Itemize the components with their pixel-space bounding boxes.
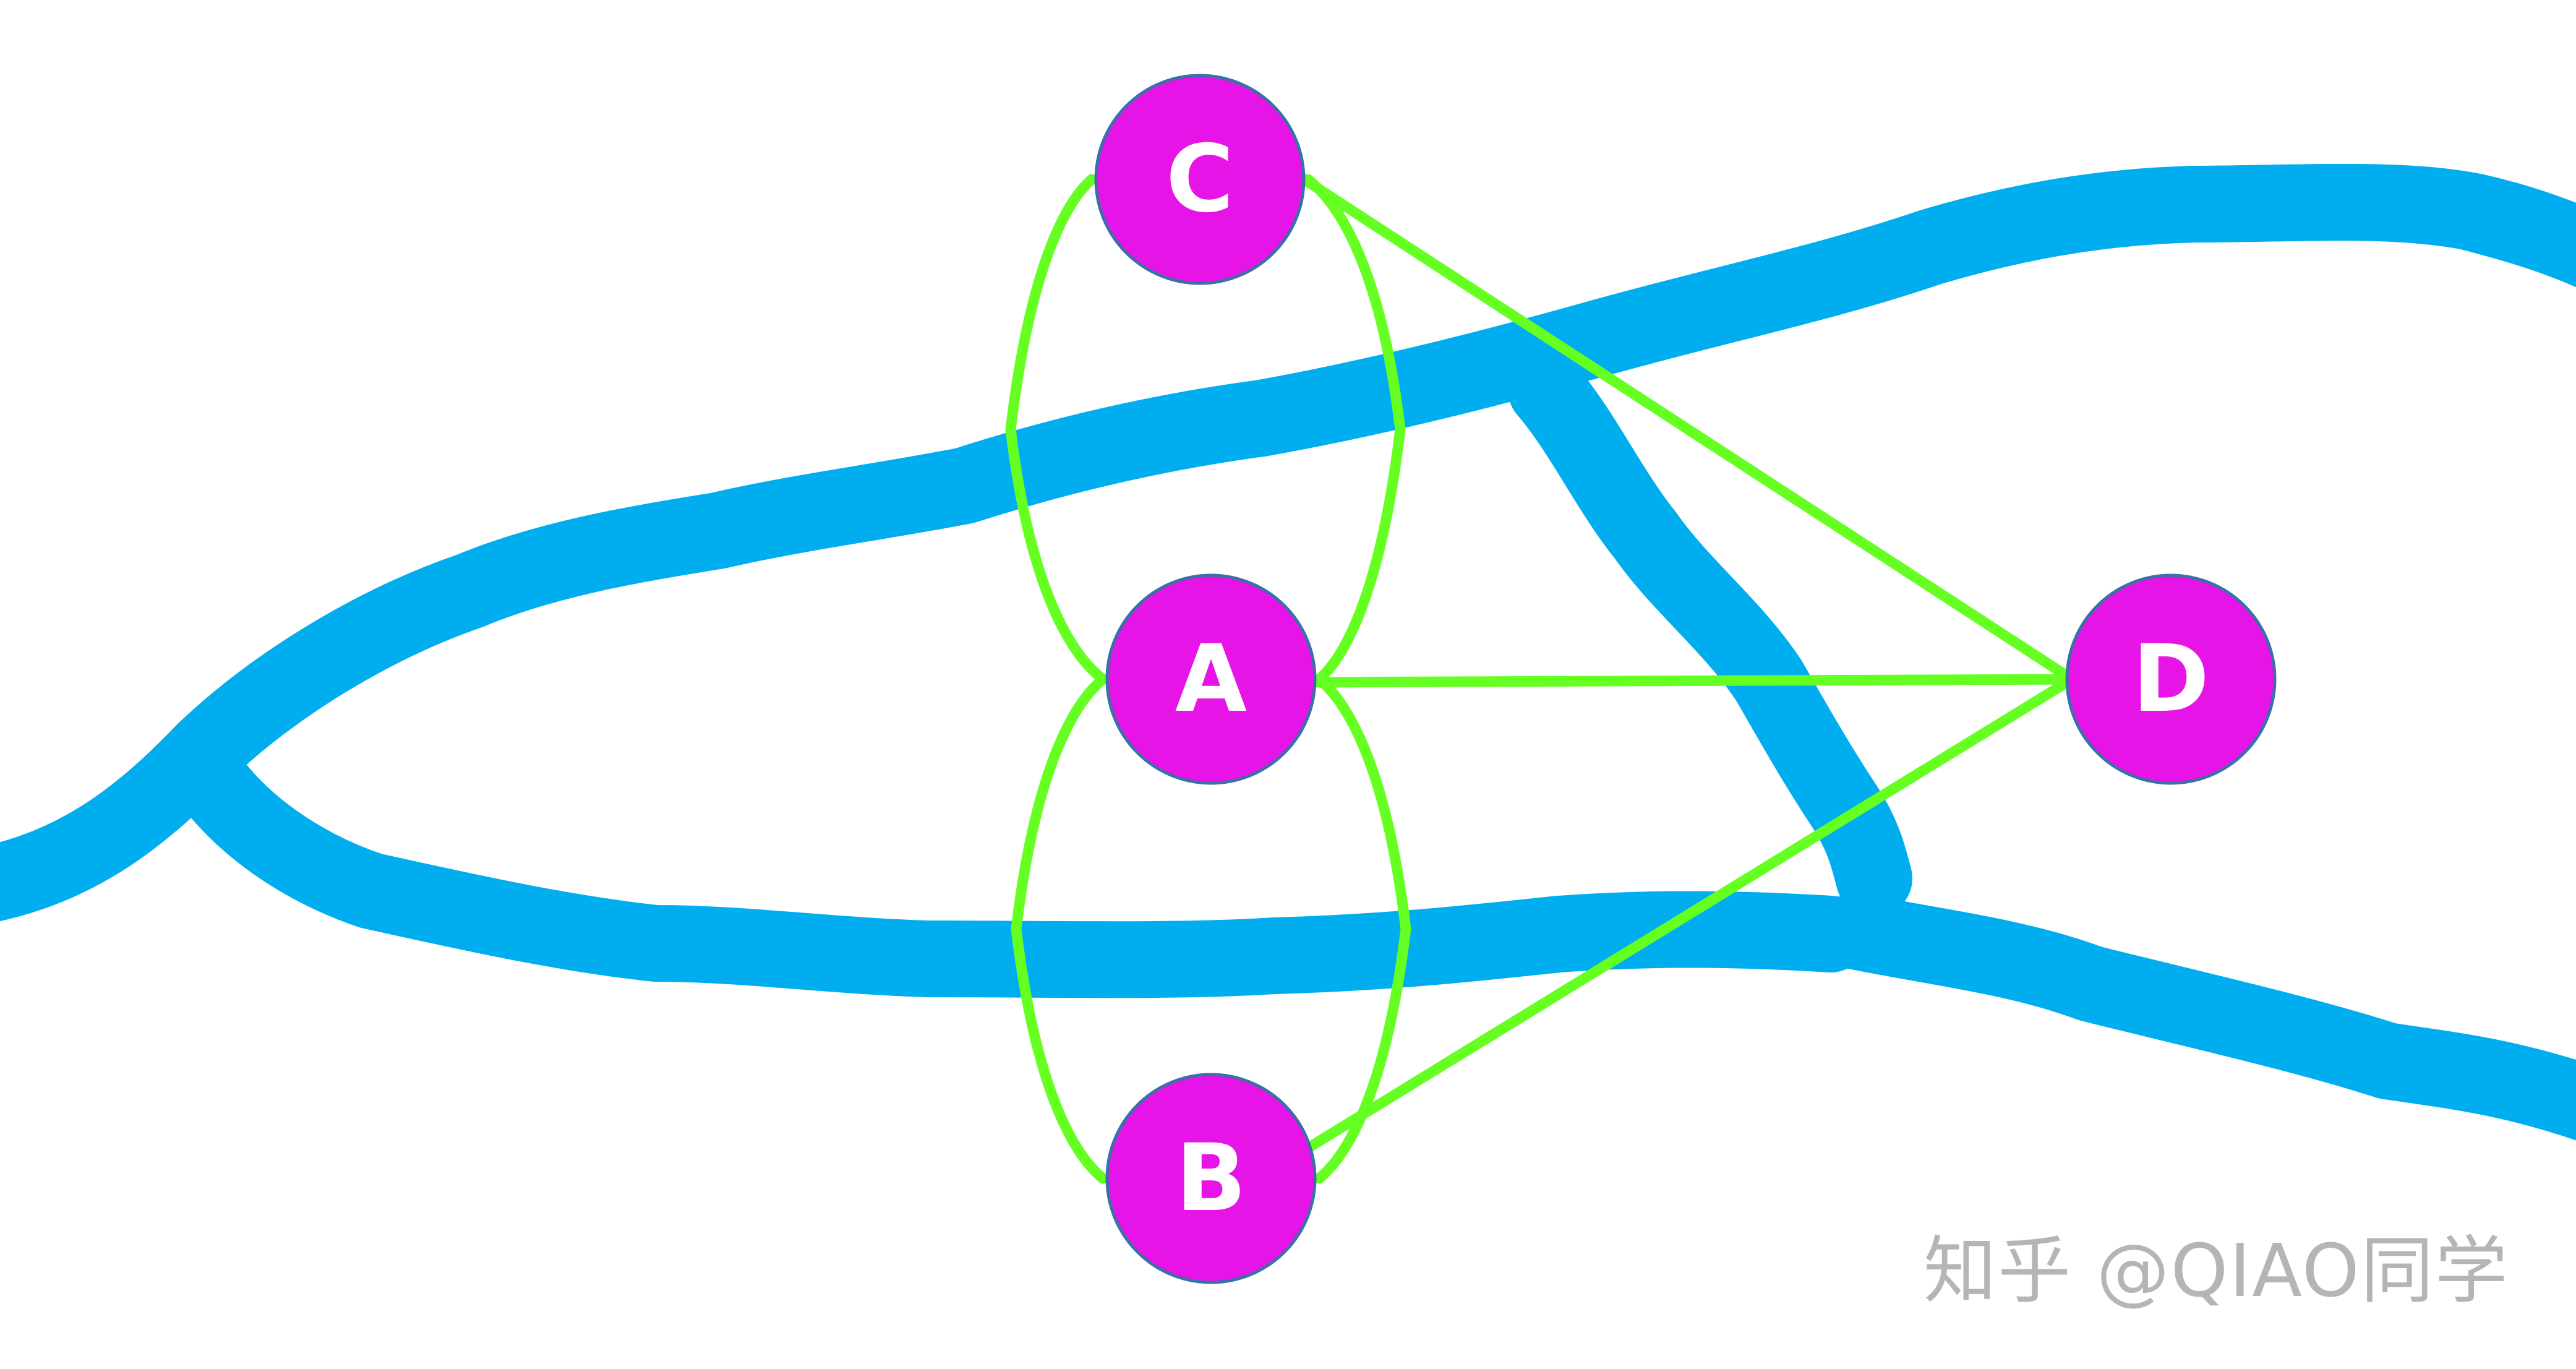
river — [0, 164, 2576, 1141]
node-c-label: C — [1166, 126, 1234, 233]
node-c-circle — [1094, 74, 1306, 285]
river-right-upper-end — [2151, 164, 2576, 288]
node-b-label: B — [1176, 1125, 1246, 1232]
edge-c-d — [1287, 166, 2077, 685]
watermark-text: 知乎 @QIAO同学 — [1923, 1228, 2509, 1313]
node-b-circle — [1105, 1073, 1317, 1284]
node-d: D — [2065, 573, 2277, 785]
edge-a-b-right — [1314, 674, 1411, 1184]
node-a-circle — [1105, 573, 1317, 785]
river-middle-island-channel — [1508, 351, 1912, 917]
node-a-label: A — [1175, 625, 1247, 733]
edge-b-d — [1298, 674, 2077, 1156]
node-b: B — [1105, 1073, 1317, 1284]
node-a: A — [1105, 573, 1317, 785]
edge-a-b-left — [1011, 674, 1108, 1184]
nodes: C A B D — [1094, 74, 2277, 1284]
edge-c-a-left — [1005, 174, 1108, 685]
edges — [1005, 166, 2077, 1184]
node-d-label: D — [2133, 625, 2210, 733]
river-right-lower-branch — [1817, 893, 2576, 1141]
node-d-circle — [2065, 573, 2277, 785]
river-lower-branch — [160, 723, 1869, 998]
edge-a-d — [1298, 674, 2077, 688]
node-c: C — [1094, 74, 1306, 285]
